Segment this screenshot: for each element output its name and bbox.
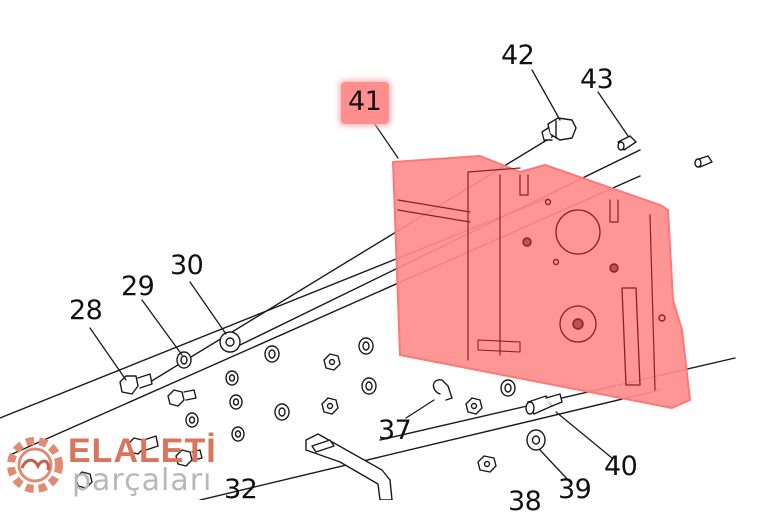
bolt-part-28[interactable] <box>119 373 153 395</box>
callout-38[interactable]: 38 <box>508 486 542 517</box>
callout-39[interactable]: 39 <box>558 474 592 505</box>
watermark-name: ELALETİ <box>68 432 217 470</box>
watermark-logo: ELALETİ parçaları <box>2 430 217 500</box>
mount-bracket <box>305 433 393 500</box>
highlight-box <box>341 82 389 124</box>
callout-37[interactable]: 37 <box>378 415 412 446</box>
clip-part-37[interactable] <box>432 379 453 401</box>
watermark-subtitle: parçaları <box>72 463 213 498</box>
callout-32[interactable]: 32 <box>224 474 258 505</box>
shaft-part-40[interactable] <box>525 393 563 415</box>
callout-41[interactable]: 41 <box>348 86 382 117</box>
washer-part-30[interactable] <box>219 331 241 353</box>
callout-30[interactable]: 30 <box>170 250 204 281</box>
hardware-grid <box>75 337 516 489</box>
pin-small <box>694 155 713 168</box>
gear-icon <box>7 437 63 493</box>
callout-28[interactable]: 28 <box>69 295 103 326</box>
callout-42[interactable]: 42 <box>501 40 535 71</box>
washer-part-29[interactable] <box>176 351 192 369</box>
nut-part-38[interactable] <box>477 455 497 473</box>
leader-lines <box>89 69 629 483</box>
callout-40[interactable]: 40 <box>604 451 638 482</box>
screw-part-42[interactable] <box>541 117 577 141</box>
callout-43[interactable]: 43 <box>580 64 614 95</box>
bracket-part-41[interactable] <box>392 155 691 409</box>
pin-part-43[interactable] <box>617 135 637 151</box>
callout-29[interactable]: 29 <box>121 271 155 302</box>
exploded-parts-diagram <box>0 69 736 500</box>
washer-part-39[interactable] <box>526 429 546 451</box>
